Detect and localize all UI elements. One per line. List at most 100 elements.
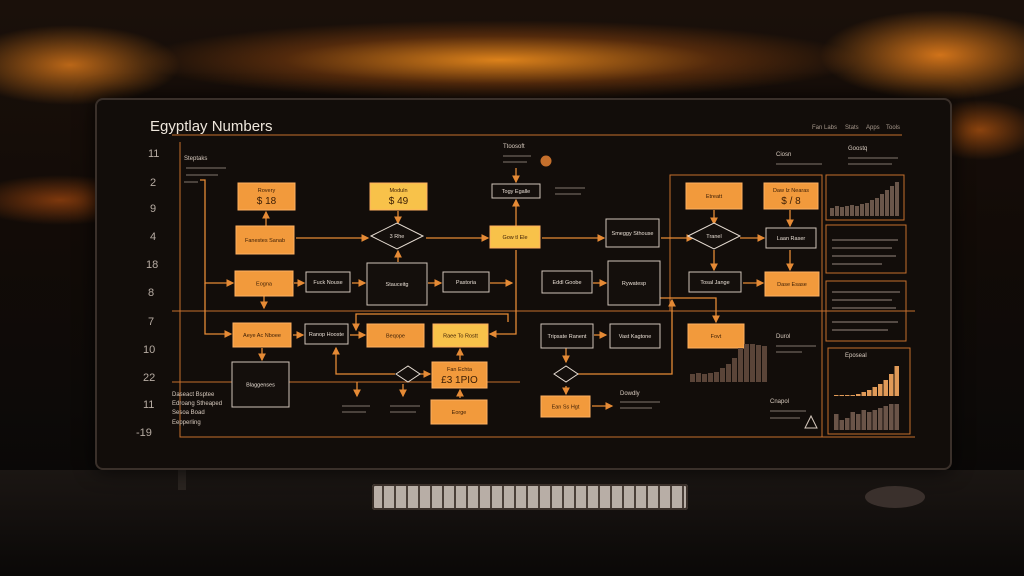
flow-node-f[interactable]: Togy Egalle xyxy=(491,183,541,199)
chart-bar xyxy=(738,348,743,382)
node-label: Togy Egalle xyxy=(502,189,530,195)
flow-node-s[interactable]: Dase Esase xyxy=(764,271,820,297)
flow-node-n[interactable]: Etreatt xyxy=(685,182,743,210)
chart-bar xyxy=(690,374,695,382)
chart-bar xyxy=(756,345,761,382)
axis-number: 10 xyxy=(143,344,155,356)
decision-diamond[interactable]: Tranel xyxy=(686,222,742,250)
node-label: 3 Rhe xyxy=(390,234,405,240)
flow-node-g[interactable]: Eogna xyxy=(234,270,294,297)
monitor-stand xyxy=(178,466,186,490)
chart-bar xyxy=(872,410,877,430)
note-heading: Steptaks xyxy=(184,156,207,162)
note-heading: Durol xyxy=(776,334,790,340)
flow-node-i[interactable]: Stauceitg xyxy=(366,262,428,306)
area-chart-bottom-right xyxy=(834,404,899,430)
axis-number: 11 xyxy=(148,148,159,160)
node-label: Ean Ss Hgt xyxy=(552,405,580,411)
flow-node-p[interactable]: Eddl Goobe xyxy=(541,270,593,294)
chart-bar xyxy=(762,346,767,382)
axis-number: 8 xyxy=(148,287,154,299)
flow-node-z[interactable]: Fan Echta£3 1PIO xyxy=(431,361,488,389)
chart-bar xyxy=(845,418,850,430)
chart-bar xyxy=(744,344,749,382)
node-label: Ranop Hooste xyxy=(309,332,344,338)
axis-number: 11 xyxy=(143,399,154,411)
axis-numbers: 11 2 9 4 18 8 7 10 22 11 -19 xyxy=(136,148,159,439)
note-heading: Goostq xyxy=(848,146,867,152)
flow-node-w[interactable]: Raee To Rostt xyxy=(432,323,489,348)
flow-node-j[interactable]: Pastoria xyxy=(442,271,490,293)
node-label: Beqope xyxy=(386,334,405,340)
axis-number: 2 xyxy=(150,177,156,189)
chart-bar xyxy=(875,198,879,216)
chart-bar xyxy=(726,364,731,382)
chart-bar xyxy=(878,408,883,430)
flow-node-ab[interactable]: Tripsate Ranent xyxy=(540,323,594,349)
flow-node-af[interactable]: Fovt xyxy=(687,323,745,349)
chart-bar xyxy=(894,404,899,430)
note-text: Daseact Bsptee xyxy=(172,392,215,398)
node-value: $ 49 xyxy=(389,196,409,207)
flow-node-e[interactable]: Gow tl Ele xyxy=(489,225,541,249)
node-label: Dase Esase xyxy=(777,282,807,288)
note-heading: Eposeal xyxy=(845,353,867,359)
chart-bar xyxy=(714,372,719,382)
flow-node-ae[interactable]: Ean Ss Hgt xyxy=(540,395,591,418)
flow-node-aa[interactable]: Eorge xyxy=(430,399,488,425)
nav-item[interactable]: Stats xyxy=(845,125,859,131)
area-chart-top-right xyxy=(830,182,899,216)
axis-number: 18 xyxy=(146,259,158,271)
flow-node-c[interactable]: Fanestes Sanab xyxy=(235,225,295,255)
flow-node-ac[interactable]: Vast Kagtone xyxy=(609,323,661,349)
flow-node-a[interactable]: Rovery$ 18 xyxy=(237,182,296,211)
chart-bar xyxy=(750,344,755,382)
flow-node-x[interactable]: Blaggenses xyxy=(231,361,290,408)
node-label: Fovt xyxy=(711,334,722,340)
node-label: Raee To Rostt xyxy=(443,334,478,340)
chart-bar xyxy=(840,207,844,216)
node-label: Vast Kagtone xyxy=(619,334,652,340)
flow-node-u[interactable]: Ranop Hooste xyxy=(304,323,349,345)
flow-node-k[interactable]: Smeggy Sthouse xyxy=(605,218,660,248)
flow-node-v[interactable]: Beqope xyxy=(366,323,425,348)
chart-bar xyxy=(878,384,883,396)
axis-number: -19 xyxy=(136,427,152,439)
node-label: Gow tl Ele xyxy=(502,235,527,241)
flow-node-b[interactable]: Moduln$ 49 xyxy=(369,182,428,211)
node-label: Laan Raser xyxy=(777,236,806,242)
flow-node-o[interactable]: Daw Iz Nearas$ / 8 xyxy=(763,182,819,210)
node-label: Fuck Nouse xyxy=(313,280,342,286)
mouse xyxy=(865,486,925,508)
nav-item[interactable]: Apps xyxy=(866,125,880,131)
chart-bar xyxy=(850,395,855,396)
chart-bar xyxy=(890,186,894,216)
node-label: Eddl Goobe xyxy=(552,280,581,286)
node-label: Pastoria xyxy=(456,280,477,286)
decision-diamond[interactable] xyxy=(553,365,579,383)
node-label: Smeggy Sthouse xyxy=(612,231,654,237)
note-heading: Ciosn xyxy=(776,152,791,158)
chart-bar xyxy=(830,208,834,216)
nav-item[interactable]: Fan Labs xyxy=(812,125,837,131)
node-label: Fan Echta xyxy=(447,367,473,373)
flow-node-q[interactable]: Rywatesp xyxy=(607,260,661,306)
flow-node-m[interactable]: Laan Raser xyxy=(765,227,817,249)
chart-bar xyxy=(872,387,877,396)
chart-bar xyxy=(834,395,839,396)
bar-chart-right xyxy=(834,366,899,396)
decision-diamond[interactable] xyxy=(395,365,421,383)
decision-diamond[interactable]: 3 Rhe xyxy=(369,222,425,250)
chart-bar xyxy=(889,404,894,430)
chart-bar xyxy=(839,420,844,430)
chart-bar xyxy=(885,190,889,216)
flow-node-t[interactable]: Aeye Ac Nboee xyxy=(232,322,292,348)
node-label: Rovery xyxy=(258,188,276,194)
flow-node-h[interactable]: Fuck Nouse xyxy=(305,271,351,293)
flow-node-r[interactable]: Tosal Jange xyxy=(688,271,742,293)
chart-bar xyxy=(732,358,737,382)
node-label: Etreatt xyxy=(706,194,723,200)
chart-bar xyxy=(895,182,899,216)
nav-item[interactable]: Tools xyxy=(886,125,900,131)
